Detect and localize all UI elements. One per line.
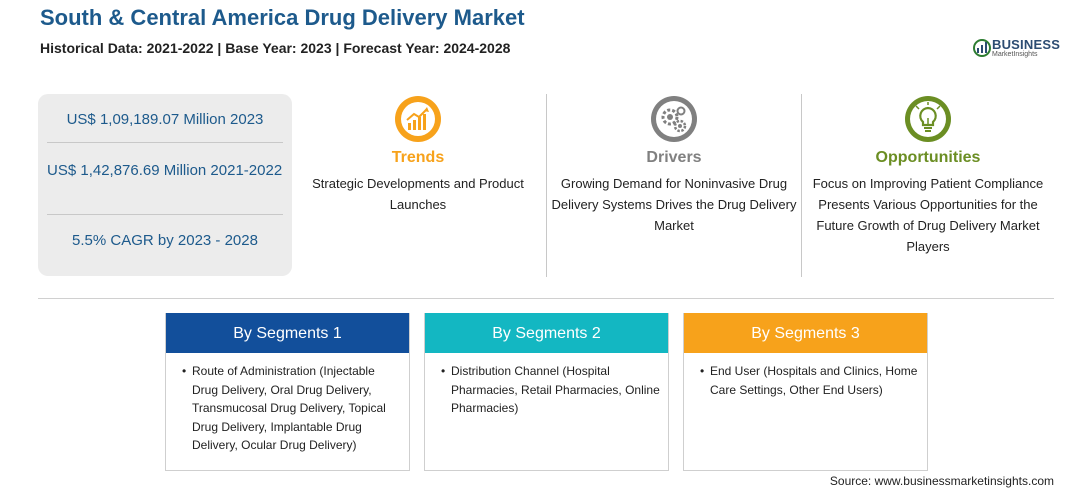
- lightbulb-icon: [903, 94, 953, 144]
- segment-1-card: By Segments 1 Route of Administration (I…: [165, 313, 410, 471]
- market-value-2023: US$ 1,09,189.07 Million 2023: [66, 111, 264, 128]
- list-item: Route of Administration (Injectable Drug…: [174, 362, 403, 455]
- drivers-text: Growing Demand for Noninvasive Drug Deli…: [551, 176, 797, 233]
- market-value-2021-2022: US$ 1,42,876.69 Million 2021-2022: [47, 162, 283, 179]
- logo-word: BUSINESS: [992, 37, 1061, 52]
- trends-text: Strategic Developments and Product Launc…: [312, 176, 524, 212]
- logo-subword: MarketInsights: [992, 51, 1038, 58]
- opportunities-heading: Opportunities: [875, 149, 981, 166]
- column-divider: [546, 94, 547, 277]
- trends-heading: Trends: [391, 149, 445, 166]
- segment-1-heading: By Segments 1: [166, 313, 409, 353]
- opportunities-column: Opportunities Focus on Improving Patient…: [803, 94, 1053, 257]
- segment-2-heading: By Segments 2: [425, 313, 668, 353]
- stats-divider: [47, 142, 283, 143]
- drivers-heading: Drivers: [646, 149, 702, 166]
- gears-icon: [649, 94, 699, 144]
- drivers-column: Drivers Growing Demand for Noninvasive D…: [549, 94, 799, 236]
- source-citation: Source: www.businessmarketinsights.com: [829, 474, 1054, 488]
- page-subtitle: Historical Data: 2021-2022 | Base Year: …: [40, 40, 511, 56]
- logo-globe-icon: [973, 39, 991, 57]
- market-stats-box: US$ 1,09,189.07 Million 2023 US$ 1,42,87…: [38, 94, 292, 276]
- segment-3-heading: By Segments 3: [684, 313, 927, 353]
- segment-3-card: By Segments 3 End User (Hospitals and Cl…: [683, 313, 928, 471]
- segment-2-card: By Segments 2 Distribution Channel (Hosp…: [424, 313, 669, 471]
- section-divider: [38, 298, 1054, 299]
- trends-column: Trends Strategic Developments and Produc…: [293, 94, 543, 215]
- segment-1-list: Route of Administration (Injectable Drug…: [166, 353, 409, 455]
- market-cagr: 5.5% CAGR by 2023 - 2028: [72, 232, 258, 249]
- segment-2-list: Distribution Channel (Hospital Pharmacie…: [425, 353, 668, 418]
- segment-3-list: End User (Hospitals and Clinics, Home Ca…: [684, 353, 927, 399]
- page-title: South & Central America Drug Delivery Ma…: [40, 5, 525, 30]
- list-item: Distribution Channel (Hospital Pharmacie…: [433, 362, 662, 418]
- list-item: End User (Hospitals and Clinics, Home Ca…: [692, 362, 921, 399]
- column-divider: [801, 94, 802, 277]
- opportunities-text: Focus on Improving Patient Compliance Pr…: [812, 176, 1044, 254]
- business-market-insights-logo: BUSINESS MarketInsights: [972, 34, 1062, 64]
- stats-divider: [47, 214, 283, 215]
- growth-chart-icon: [393, 94, 443, 144]
